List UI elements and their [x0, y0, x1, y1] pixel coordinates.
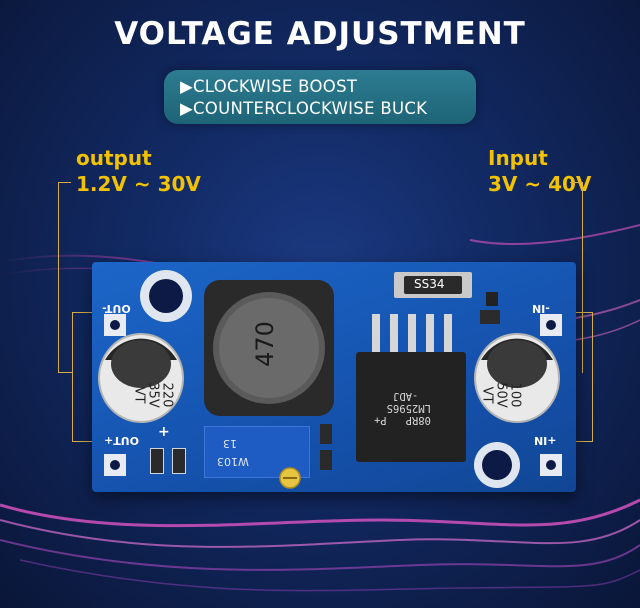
ic-marking: 08RP P+ LM2596S -ADJ [374, 390, 431, 426]
in-plus-pad [540, 454, 562, 476]
smd-cap-1 [150, 448, 164, 474]
in-minus-pad [540, 314, 562, 336]
diode-body [404, 276, 462, 294]
buck-boost-module-board: OUT- OUT+ -IN +IN + 220 35V VT 100 50V V… [92, 262, 576, 492]
adjustment-screw[interactable] [278, 466, 302, 490]
instruction-clockwise: ▶CLOCKWISE BOOST [180, 77, 358, 96]
input-capacitor [474, 333, 560, 423]
diode: SS34 [394, 272, 472, 298]
output-capacitor-label: 220 35V VT [131, 382, 175, 408]
smd-cap-2 [172, 448, 186, 474]
regulator-ic [356, 352, 466, 462]
output-capacitor [98, 333, 184, 423]
smd-resistor-1 [320, 424, 332, 444]
ic-leads [372, 314, 452, 354]
output-bracket-side [58, 372, 72, 373]
out-minus-pad [104, 314, 126, 336]
silk-plus-sign: + [158, 424, 170, 440]
instruction-counterclockwise: ▶COUNTERCLOCKWISE BUCK [180, 99, 428, 118]
out-plus-pad [104, 454, 126, 476]
input-bracket-top [570, 182, 583, 373]
mounting-hole-bottom-right [474, 442, 520, 488]
input-range: 3V ~ 40V [488, 172, 592, 196]
inductor [204, 280, 334, 416]
silk-out-plus: OUT+ [104, 434, 140, 447]
pot-code: W103 [217, 455, 249, 468]
mounting-hole-top-left [140, 270, 192, 322]
inductor-code: 470 [250, 321, 279, 367]
smd-led [486, 292, 498, 306]
smd-component [480, 310, 500, 324]
silk-in-minus: -IN [532, 302, 550, 315]
smd-resistor-2 [320, 450, 332, 470]
input-capacitor-label: 100 50V VT [479, 382, 523, 408]
page-title: VOLTAGE ADJUSTMENT [114, 16, 526, 52]
silk-in-plus: +IN [534, 434, 557, 447]
output-range: 1.2V ~ 30V [76, 172, 201, 196]
pot-number: 13 [223, 437, 237, 450]
output-terminal-bracket [72, 312, 99, 442]
output-label: output [76, 146, 152, 170]
diode-label: SS34 [414, 277, 445, 291]
instruction-banner: ▶CLOCKWISE BOOST ▶COUNTERCLOCKWISE BUCK [164, 70, 476, 124]
input-terminal-bracket [566, 312, 593, 442]
input-label: Input [488, 146, 548, 170]
output-bracket-top [58, 182, 71, 373]
silk-out-minus: OUT- [102, 302, 131, 315]
